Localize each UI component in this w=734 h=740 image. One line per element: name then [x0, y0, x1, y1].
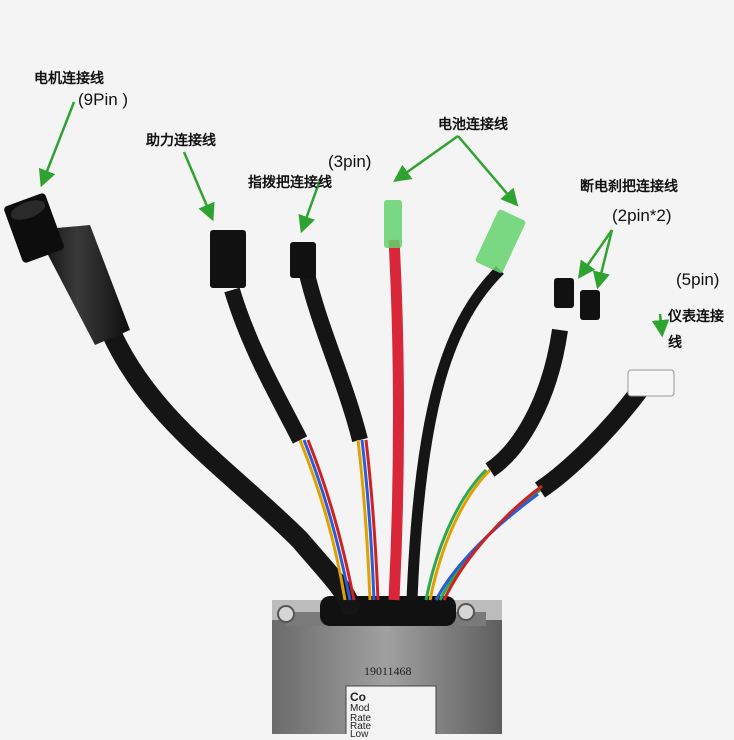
motor-pin-count: (9Pin )	[78, 90, 129, 109]
brake-cable	[424, 278, 600, 601]
sticker-line: Rate	[350, 721, 372, 732]
serial-number: 19011468	[364, 664, 412, 678]
display-pin-count: (5pin)	[676, 270, 720, 289]
battery-cable-label: 电池连接线	[438, 117, 508, 133]
brake-pin-count: (2pin*2)	[612, 206, 672, 225]
display-cable-label-line2: 线	[668, 335, 682, 351]
motor-cable	[4, 193, 360, 615]
throttle-cable	[290, 242, 380, 601]
sticker-line: Rate	[350, 713, 372, 724]
brake-cable-label: 断电刹把连接线	[580, 179, 678, 195]
annotation-arrows	[38, 101, 670, 338]
throttle-cable-label: 指拨把连接线	[248, 175, 332, 191]
display-cable-label: 仪表连接	[668, 309, 724, 325]
assist-cable-label: 助力连接线	[146, 133, 216, 149]
assist-cable	[210, 230, 356, 601]
motor-cable-label: 电机连接线	[34, 71, 104, 87]
sticker-line: Mod	[350, 703, 370, 714]
display-cable	[434, 369, 675, 601]
sticker-line: Co	[350, 690, 366, 704]
throttle-pin-count: (3pin)	[328, 152, 372, 171]
sticker-line: Low	[350, 729, 369, 740]
battery-cables	[384, 200, 526, 601]
